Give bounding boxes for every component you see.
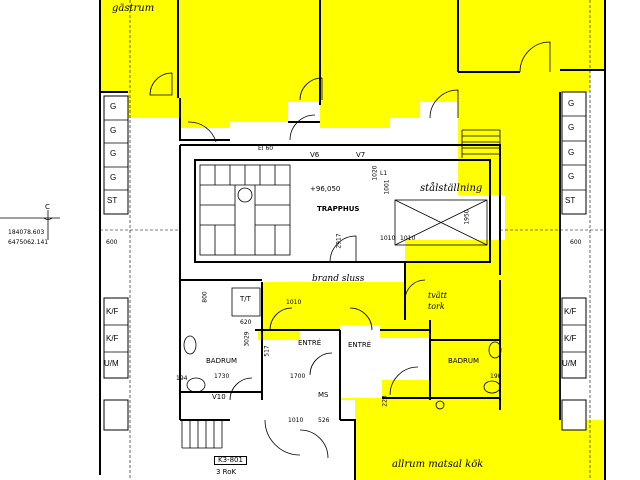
room-label-brand-sluss: brand sluss [312,274,365,284]
label-ms: MS [318,391,329,399]
cabinet-left-2: G [110,126,117,135]
label-tt: T/T [240,295,251,303]
cabinet-right-5: ST [565,196,576,205]
dim-517: 517 [263,345,271,357]
room-label-entre-right: ENTRÉ [348,341,372,349]
dim-1010-a: 1010 [286,299,302,306]
gastrum-area [100,0,605,480]
coordinate-line-2: 6475062.141 [8,239,49,246]
elevator-shaft [394,199,488,246]
dim-600-right: 600 [570,239,582,246]
dim-194: 194 [176,375,188,382]
dim-223: 223 [381,395,389,407]
staircase [199,164,291,256]
dim-2917: 2917 [335,233,343,249]
dim-526: 526 [318,417,330,424]
room-label-entre-left: ENTRÉ [298,339,322,347]
room-label-tork: tork [428,302,445,311]
highlight-areas [100,0,605,480]
dim-1020: 1020 [371,165,379,181]
dim-620: 620 [240,319,252,326]
coordinate-line-1: 184078.603 [8,229,45,236]
label-ei60: EI 60 [258,145,274,152]
cabinet-left-4: G [110,173,117,182]
apartment-code: K3-801 [214,456,247,465]
cabinet-left-5: ST [107,196,118,205]
doors [149,41,551,459]
dim-800: 800 [201,291,209,303]
room-label-tvatt: tvätt [428,291,447,300]
room-label-badrum-right: BADRUM [448,357,480,365]
level-mark: +96,050 [310,185,341,193]
cabinet-left-1: G [110,102,117,111]
cabinet-right-lower-1: K/F [564,307,577,316]
dim-1010-d: 1010 [400,235,416,242]
cabinet-right-4: G [568,172,575,181]
right-wardrobe-column [561,91,587,431]
dim-1010-c: 1010 [288,417,304,424]
dim-1001: 1001 [383,179,391,195]
cabinet-right-2: G [568,123,575,132]
construction-lines [100,0,605,480]
coordinate-marker [0,210,60,240]
dim-190: 190 [490,373,502,380]
dim-1010-b: 1010 [380,235,396,242]
cabinet-right-lower-2: K/F [564,334,577,343]
cabinet-right-1: G [568,99,575,108]
label-v7: V7 [356,151,366,159]
label-v6: V6 [310,151,320,159]
label-v10: V10 [212,393,226,401]
balcony-steps [461,129,501,158]
north-letter: C [45,203,50,211]
room-label-trapphus: TRAPPHUS [317,205,360,213]
apartment-rok: 3 RoK [216,468,237,476]
bathroom-fixtures [183,287,502,410]
dim-1950: 1950 [463,209,471,225]
room-label-stalstallning: stålställning [420,183,483,194]
label-l1: L1 [380,170,388,177]
left-wardrobe-column [103,95,129,431]
cabinet-right-lower-3: U/M [562,359,577,368]
walls [99,0,606,480]
entry-steps [181,420,223,449]
dim-600-left: 600 [106,239,118,246]
room-label-badrum-left: BADRUM [206,357,238,365]
dim-1700: 1700 [290,373,306,380]
cabinet-left-lower-3: U/M [104,359,119,368]
dim-1730: 1730 [214,373,230,380]
room-label-gastrum: gästrum [112,3,155,14]
room-label-allrum: allrum matsal kök [392,459,484,470]
cabinet-right-3: G [568,148,575,157]
cabinet-left-lower-2: K/F [106,334,119,343]
cabinet-left-3: G [110,149,117,158]
dim-3029: 3029 [243,331,251,347]
cabinet-left-lower-1: K/F [106,307,119,316]
